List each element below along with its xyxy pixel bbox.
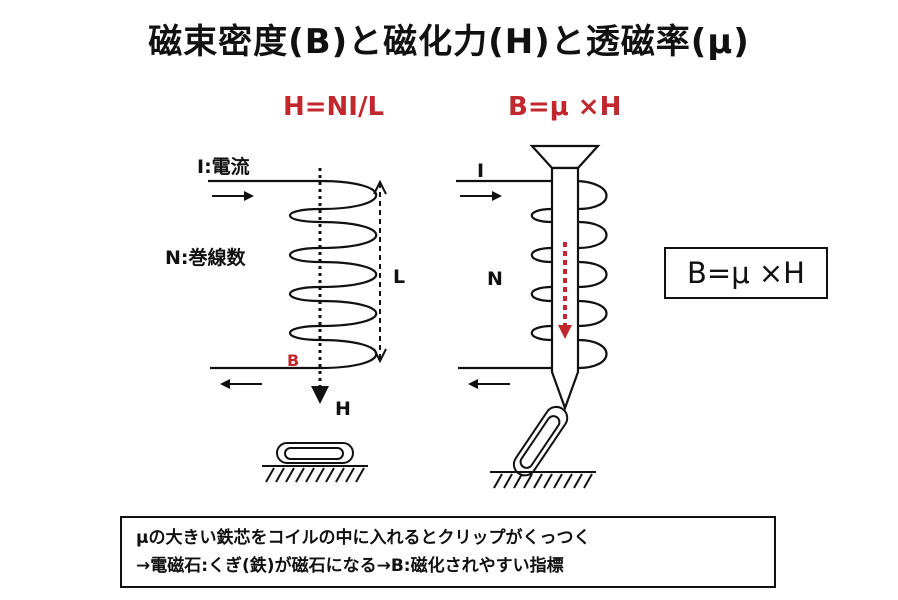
length-label: L <box>393 266 406 288</box>
caption-line-2: →電磁石:くぎ(鉄)が磁石になる→B:磁化されやすい指標 <box>136 556 564 576</box>
h-label: H <box>335 398 351 420</box>
right-formula: B=μ ×H <box>508 92 622 122</box>
caption-line-1: μの大きい鉄芯をコイルの中に入れるとクリップがくっつく <box>136 528 591 548</box>
left-b-label: B <box>287 351 300 370</box>
page-title: 磁束密度(B)と磁化力(H)と透磁率(μ) <box>148 22 750 62</box>
left-ground <box>262 465 368 483</box>
current-label: I:電流 <box>197 156 250 178</box>
right-paperclip-icon <box>512 405 569 477</box>
right-ground <box>490 471 596 489</box>
boxed-formula: B=μ ×H <box>664 247 828 299</box>
left-formula: H=NI/L <box>283 92 385 122</box>
left-coil <box>208 179 378 370</box>
h-arrow-head <box>311 386 329 404</box>
right-coil <box>456 179 608 370</box>
caption-box: μの大きい鉄芯をコイルの中に入れるとクリップがくっつく →電磁石:くぎ(鉄)が磁… <box>120 516 776 588</box>
length-dimension <box>373 179 387 364</box>
right-turns-label: N <box>487 268 503 290</box>
turns-label: N:巻線数 <box>165 247 246 269</box>
right-current-label: I <box>477 160 485 182</box>
left-paperclip-icon <box>276 442 354 464</box>
